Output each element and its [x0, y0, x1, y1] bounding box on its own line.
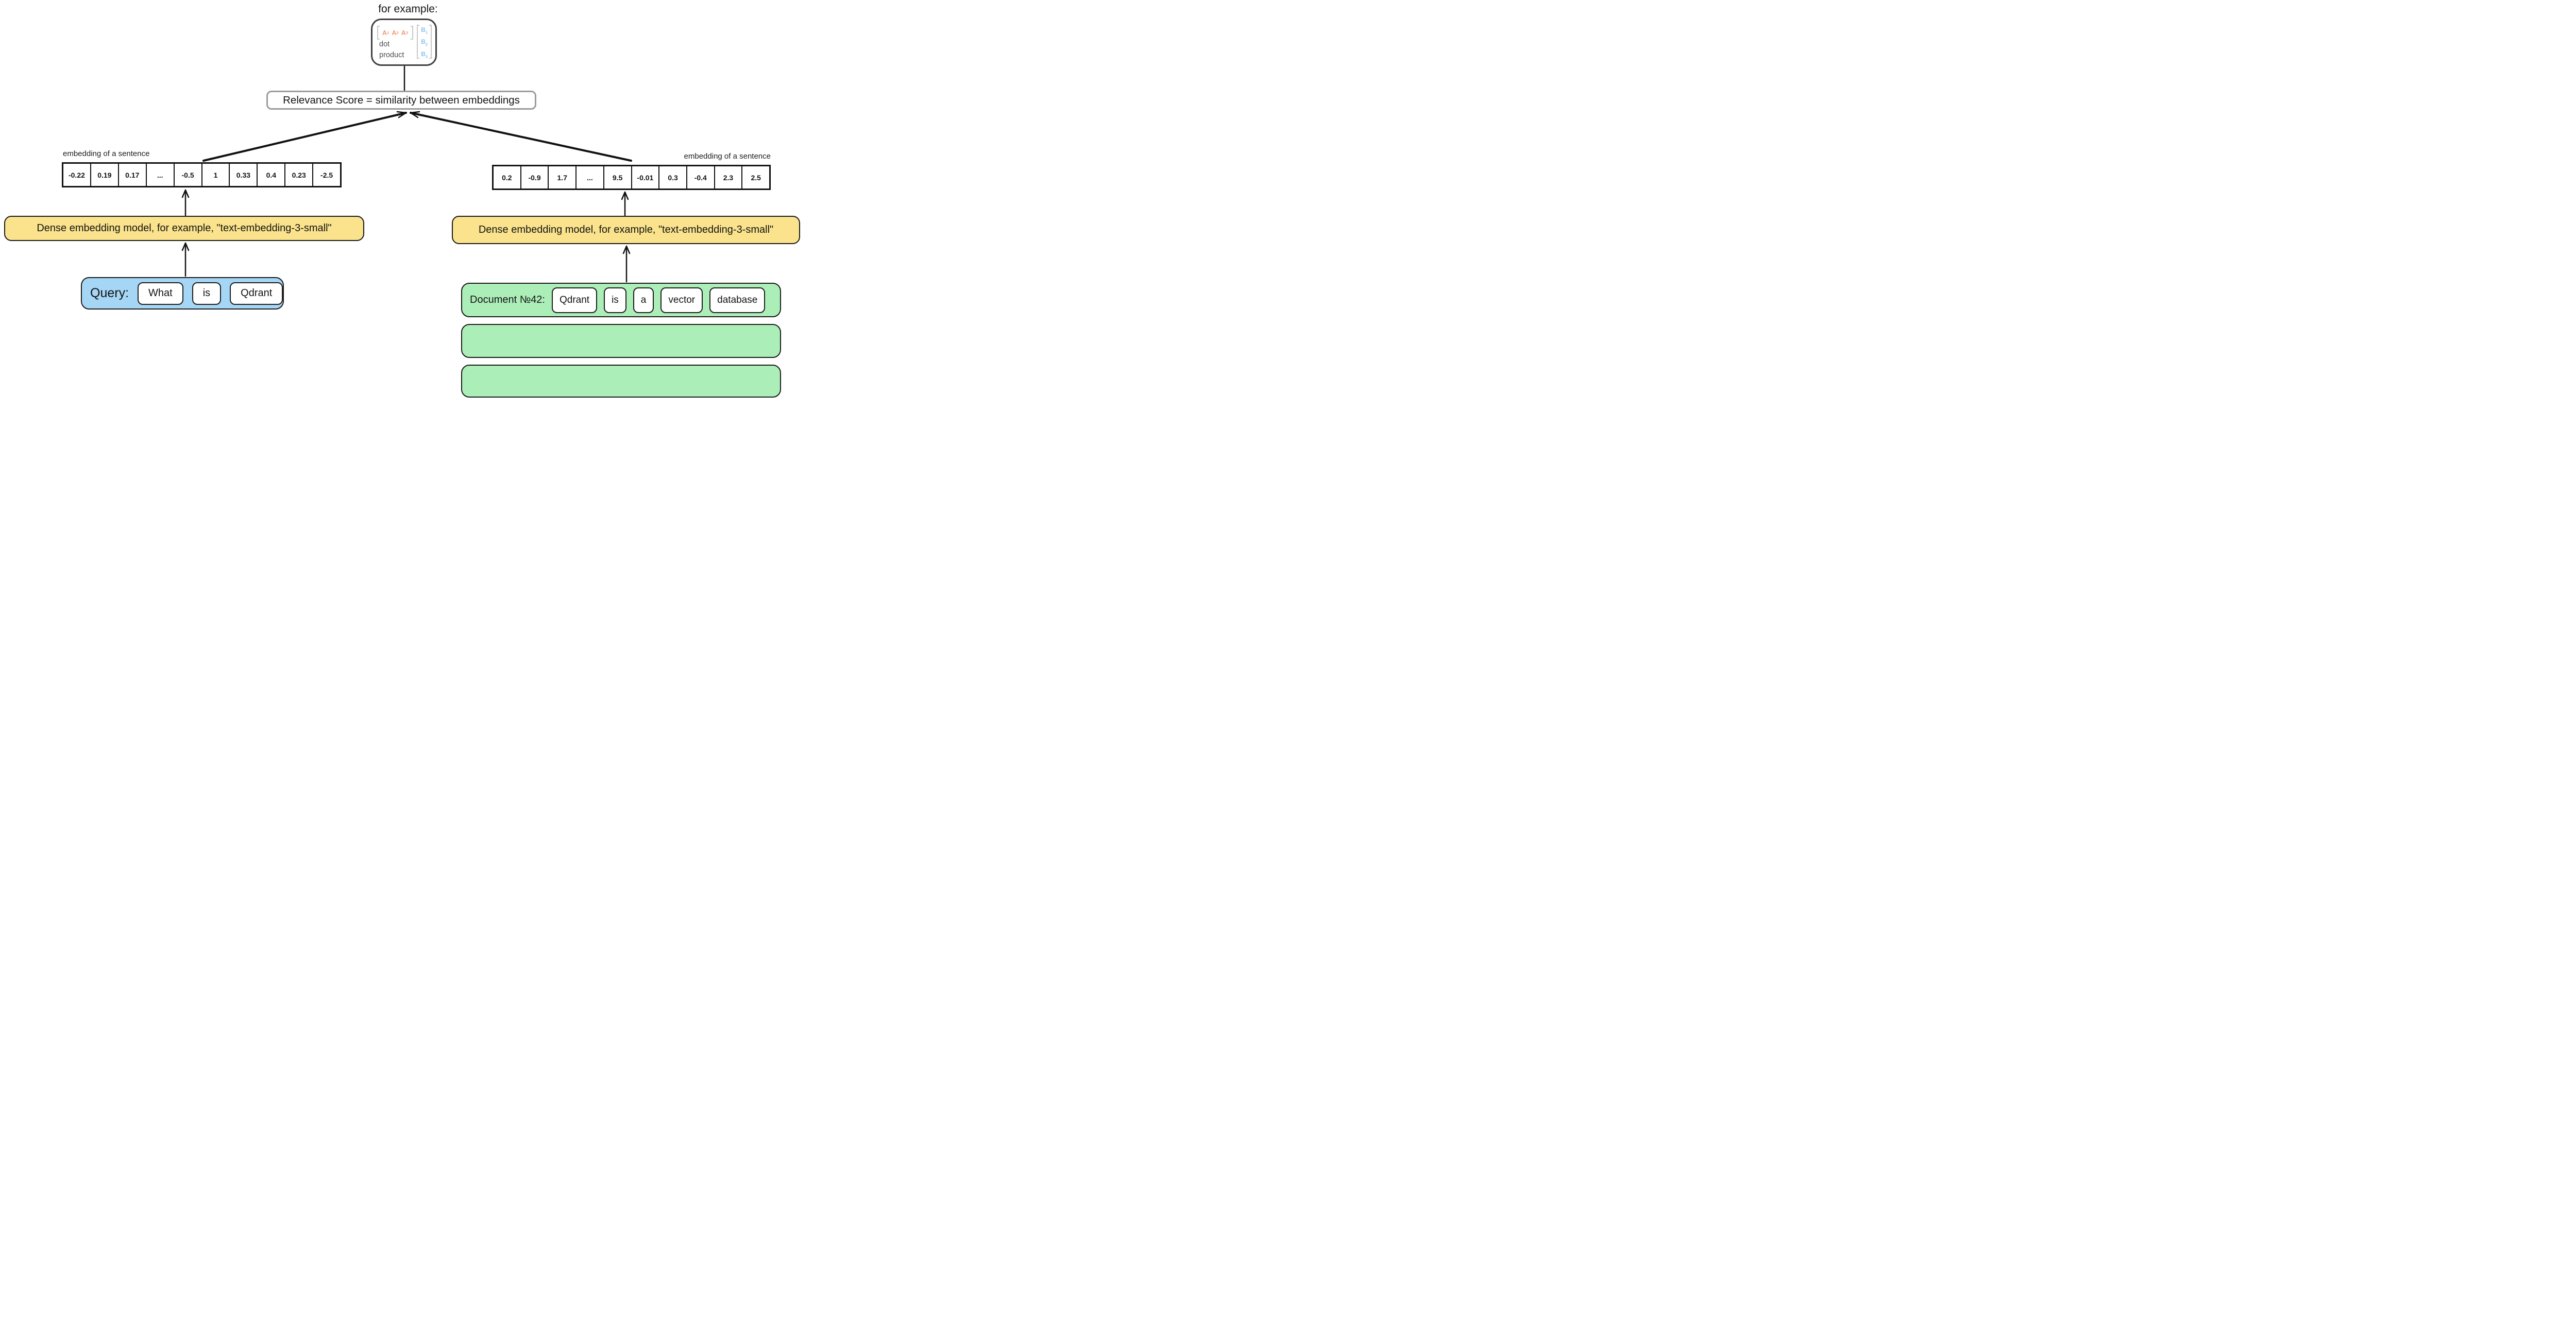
document-token-chip: is	[604, 287, 626, 313]
document-label: Document №42:	[470, 294, 545, 305]
document-placeholder-box	[461, 365, 781, 398]
document-token-chip: vector	[660, 287, 703, 313]
arrow-right-embedding-to-relevance	[410, 111, 632, 162]
right-dense-model-box: Dense embedding model, for example, "tex…	[452, 216, 800, 244]
bracket-right-icon	[411, 26, 414, 40]
embedding-cell: 9.5	[603, 166, 631, 188]
relevance-score-box: Relevance Score = similarity between emb…	[266, 91, 536, 110]
query-token-chip: is	[192, 282, 222, 305]
vector-b-term: B1	[421, 26, 428, 35]
embedding-cell: 0.23	[284, 164, 312, 186]
embedding-cell: -0.4	[686, 166, 714, 188]
embedding-cell: 0.17	[117, 164, 146, 186]
embedding-cell: 0.2	[502, 173, 512, 182]
query-token-chip: What	[138, 282, 183, 305]
right-dense-model-text: Dense embedding model, for example, "tex…	[478, 224, 774, 235]
bracket-left-icon	[417, 25, 420, 59]
embedding-cell: 0.4	[257, 164, 284, 186]
relevance-score-text: Relevance Score = similarity between emb…	[283, 94, 520, 106]
arrow-left-model-to-embedding	[181, 189, 190, 216]
left-embedding-vector: -0.22 0.19 0.17 ... -0.5 1 0.33 0.4 0.23…	[62, 162, 342, 187]
document-token-chip: a	[633, 287, 654, 313]
embedding-cell: 1.7	[548, 166, 575, 188]
bracket-right-icon	[429, 25, 432, 59]
dot-product-label: dot product	[379, 40, 404, 59]
embedding-cell: 2.5	[741, 166, 769, 188]
right-embedding-vector: 0.2 -0.9 1.7 ... 9.5 -0.01 0.3 -0.4 2.3 …	[492, 165, 771, 190]
left-dense-model-box: Dense embedding model, for example, "tex…	[4, 216, 364, 241]
arrow-query-to-model	[181, 242, 190, 277]
query-box: Query: What is Qdrant	[81, 277, 284, 310]
vector-b-term: B3	[421, 50, 428, 59]
embedding-cell: ...	[575, 166, 603, 188]
left-embedding-label: embedding of a sentence	[63, 149, 150, 158]
document-token-chip: database	[709, 287, 766, 313]
vector-b: B1 B2 B3	[417, 25, 432, 59]
arrow-left-embedding-to-relevance	[202, 111, 407, 162]
embedding-cell: 1	[201, 164, 229, 186]
embedding-cell: 0.19	[90, 164, 118, 186]
embedding-cell: -0.5	[173, 164, 201, 186]
embedding-cell: -0.01	[631, 166, 659, 188]
query-token-chip: Qdrant	[230, 282, 283, 305]
connector-lines	[181, 65, 632, 283]
embedding-cell: 0.33	[229, 164, 257, 186]
bracket-left-icon	[377, 26, 380, 40]
example-caption: for example:	[378, 3, 438, 15]
document-box: Document №42: Qdrant is a vector databas…	[461, 283, 781, 317]
right-embedding-label: embedding of a sentence	[684, 152, 771, 161]
embedding-cell: ...	[145, 164, 174, 186]
arrow-document-to-model	[622, 245, 631, 283]
embedding-cell: -0.22	[68, 170, 85, 179]
left-dense-model-text: Dense embedding model, for example, "tex…	[37, 222, 332, 234]
document-placeholder-box	[461, 324, 781, 358]
embedding-cell: -2.5	[312, 164, 340, 186]
vector-b-term: B2	[421, 38, 428, 47]
query-label: Query:	[90, 286, 129, 300]
embedding-cell: 0.3	[658, 166, 686, 188]
document-token-chip: Qdrant	[551, 287, 598, 313]
embedding-cell: -0.9	[520, 166, 548, 188]
embedding-cell: 2.3	[714, 166, 742, 188]
